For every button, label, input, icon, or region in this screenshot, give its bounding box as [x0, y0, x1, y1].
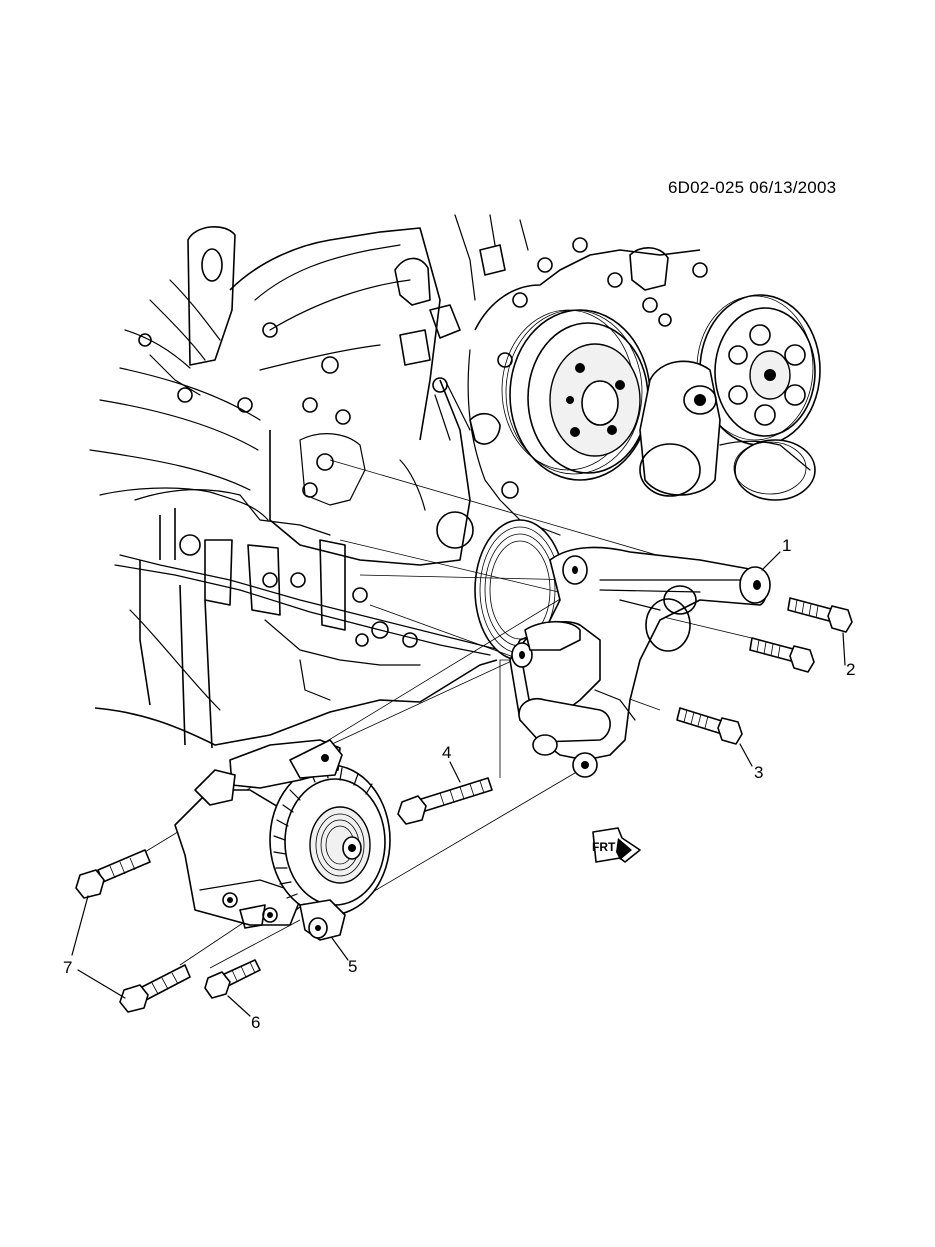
callout-2: 2 [846, 660, 855, 679]
bolt-2 [749, 637, 815, 673]
callout-3: 3 [754, 763, 763, 782]
bolt-6 [204, 959, 261, 999]
callout-1: 1 [782, 536, 791, 555]
callout-4: 4 [442, 743, 451, 762]
generator-assembly [174, 739, 391, 941]
bolt-3 [676, 707, 743, 745]
callout-6: 6 [251, 1013, 260, 1032]
belt-tensioner [639, 360, 816, 501]
bolt-7-upper [75, 849, 151, 899]
bolt-7-lower [119, 964, 191, 1013]
front-indicator-label: FRT [592, 840, 616, 854]
bolt-4 [397, 777, 493, 825]
callout-7: 7 [63, 958, 72, 977]
front-direction-indicator: FRT [592, 827, 641, 863]
callout-5: 5 [348, 957, 357, 976]
bolt-1 [787, 597, 853, 633]
callout-leaders [71, 551, 846, 1017]
main-pulley [501, 309, 651, 481]
engine-block [89, 214, 708, 749]
diagram-reference-id: 6D02-025 06/13/2003 [668, 178, 837, 197]
generator-mounting-bracket [509, 546, 771, 778]
